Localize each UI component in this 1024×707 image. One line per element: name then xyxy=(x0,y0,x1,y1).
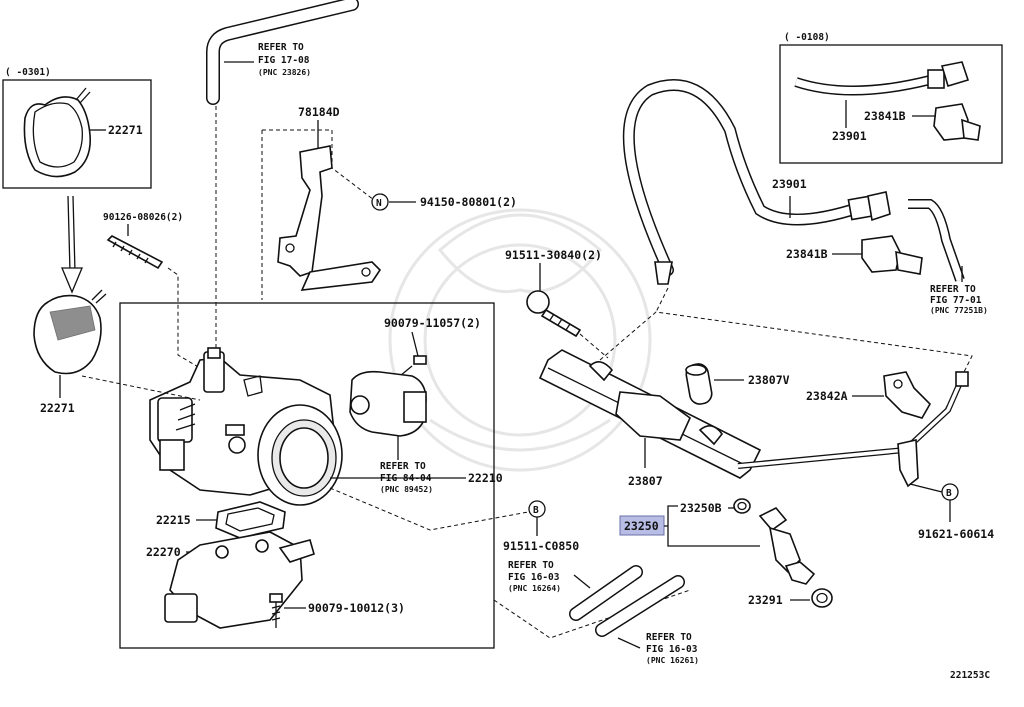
ref16b-line2[interactable]: FIG 16-03 xyxy=(646,644,698,655)
symbol-n: N xyxy=(376,198,382,209)
hose-refer-77-01 xyxy=(908,199,965,282)
dash-bolt-to-rail xyxy=(579,333,609,359)
label-94150-80801[interactable]: 94150-80801(2) xyxy=(420,195,517,209)
ref77-line1[interactable]: REFER TO xyxy=(930,284,976,295)
label-23807v[interactable]: 23807V xyxy=(748,373,790,387)
bracket-78184d[interactable] xyxy=(277,145,382,291)
stud-90126[interactable] xyxy=(106,235,164,270)
label-22210[interactable]: 22210 xyxy=(468,471,503,485)
hose-refer-17-08 xyxy=(206,0,359,105)
ref84-line1[interactable]: REFER TO xyxy=(380,461,426,472)
ref17-line1[interactable]: REFER TO xyxy=(258,42,304,53)
date-note-left: ( -0301) xyxy=(5,67,51,78)
bolt-91511-30840[interactable] xyxy=(526,290,582,338)
leader-b2 xyxy=(909,483,943,493)
clip-23841b-variant[interactable] xyxy=(933,103,981,141)
label-90126-08026[interactable]: 90126-08026(2) xyxy=(103,212,183,223)
leader-23250 xyxy=(664,505,760,547)
label-90079-11057[interactable]: 90079-11057(2) xyxy=(384,316,481,330)
label-23841b[interactable]: 23841B xyxy=(786,247,828,261)
throttle-position-sensor[interactable] xyxy=(349,370,427,437)
label-91511-c0850[interactable]: 91511-C0850 xyxy=(503,539,579,553)
label-23250[interactable]: 23250 xyxy=(624,519,659,533)
label-22215[interactable]: 22215 xyxy=(156,513,191,527)
label-22271-bottom[interactable]: 22271 xyxy=(40,401,75,415)
symbol-n-circle xyxy=(371,193,389,211)
dash-to-b-symbol xyxy=(329,487,529,531)
o-ring-23250b[interactable] xyxy=(733,498,751,514)
ref77-line2[interactable]: FIG 77-01 xyxy=(930,295,982,306)
ref16a-line3: (PNC 16264) xyxy=(508,584,561,593)
label-23901-box[interactable]: 23901 xyxy=(832,129,867,143)
o-ring-23291[interactable] xyxy=(811,588,833,608)
label-23842a[interactable]: 23842A xyxy=(806,389,848,403)
isc-valve-22270[interactable] xyxy=(164,531,315,629)
label-91621-60614[interactable]: 91621-60614 xyxy=(918,527,994,541)
label-23901[interactable]: 23901 xyxy=(772,177,807,191)
dash-stud xyxy=(167,267,201,369)
screw-90079-10012[interactable] xyxy=(269,593,283,628)
gasket-22215[interactable] xyxy=(215,501,286,539)
label-23807[interactable]: 23807 xyxy=(628,474,663,488)
ref77-line3: (PNC 77251B) xyxy=(930,306,988,315)
dash-to-fuel-hoses xyxy=(493,589,691,639)
dash-hose-to-rail xyxy=(655,287,669,313)
label-23841b-box[interactable]: 23841B xyxy=(864,109,906,123)
arrow-down-icon xyxy=(61,195,83,294)
fuel-injector-23250[interactable] xyxy=(758,507,816,585)
fuel-hose-23901[interactable] xyxy=(622,79,891,285)
ref84-line2[interactable]: FIG 84-04 xyxy=(380,473,432,484)
gasket-22271-top[interactable] xyxy=(23,87,92,178)
screw-90079-11057[interactable] xyxy=(399,355,427,377)
fuel-hose-23901-variant[interactable] xyxy=(794,61,970,96)
label-23250b[interactable]: 23250B xyxy=(680,501,722,515)
ref16a-line2[interactable]: FIG 16-03 xyxy=(508,572,560,583)
label-78184d[interactable]: 78184D xyxy=(298,105,340,119)
fuel-pipe xyxy=(737,371,969,488)
ref16b-line3: (PNC 16261) xyxy=(646,656,699,665)
ref84-line3: (PNC 89452) xyxy=(380,485,433,494)
label-90079-10012[interactable]: 90079-10012(3) xyxy=(308,601,405,615)
throttle-body-group-box xyxy=(119,302,495,649)
hose-refer-16-03a xyxy=(569,565,643,621)
watermark-emblem xyxy=(388,208,652,472)
label-22270[interactable]: 22270 xyxy=(146,545,181,559)
clamp-23842a[interactable] xyxy=(883,371,931,419)
ref16a-line1[interactable]: REFER TO xyxy=(508,560,554,571)
symbol-b2: B xyxy=(946,488,952,499)
gasket-22271-bottom[interactable] xyxy=(33,289,107,375)
label-91511-30840[interactable]: 91511-30840(2) xyxy=(505,248,602,262)
pulsation-damper-23807v[interactable] xyxy=(685,362,714,405)
hose-refer-16-03b xyxy=(595,575,685,637)
date-note-right: ( -0108) xyxy=(784,32,830,43)
throttle-body-22210[interactable] xyxy=(149,347,343,506)
leader-ref16b xyxy=(617,637,641,649)
label-23291[interactable]: 23291 xyxy=(748,593,783,607)
variant-box-left xyxy=(2,79,152,189)
ref17-line3: (PNC 23826) xyxy=(258,68,311,77)
leader-ref16a xyxy=(573,574,591,589)
ref16b-line1[interactable]: REFER TO xyxy=(646,632,692,643)
leader-90079-11057 xyxy=(411,331,419,357)
label-22271-top[interactable]: 22271 xyxy=(108,123,143,137)
variant-box-right xyxy=(779,44,1003,164)
clip-23841b[interactable] xyxy=(861,235,923,275)
fuel-rail-23807[interactable] xyxy=(538,349,762,479)
dash-78184d xyxy=(261,129,375,300)
diagram-code: 221253C xyxy=(950,670,990,681)
dash-gasket-to-body xyxy=(81,375,201,401)
symbol-b1: B xyxy=(533,505,539,516)
ref17-line2[interactable]: FIG 17-08 xyxy=(258,55,310,66)
